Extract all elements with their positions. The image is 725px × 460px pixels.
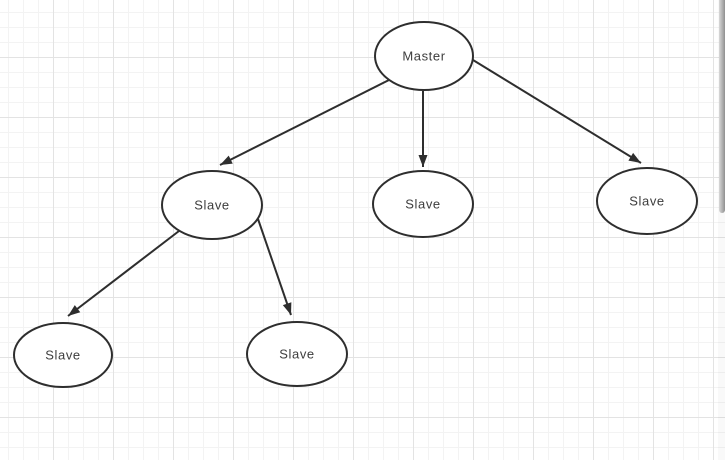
node-slave-2[interactable]: Slave (372, 170, 474, 238)
scrollbar-thumb[interactable] (719, 0, 725, 213)
node-master-shape[interactable] (374, 21, 474, 91)
node-slave-1-label: Slave (194, 198, 230, 213)
node-slave-3-label: Slave (629, 194, 665, 209)
node-slave-1-2-shape[interactable] (246, 321, 348, 387)
node-slave-1-1-shape[interactable] (13, 322, 113, 388)
node-slave-1-shape[interactable] (161, 170, 263, 240)
node-slave-1-2[interactable]: Slave (246, 321, 348, 387)
edges-layer (67, 59, 642, 317)
node-slave-1-2-label: Slave (279, 347, 315, 362)
node-slave-2-shape[interactable] (372, 170, 474, 238)
node-master-label: Master (402, 49, 445, 64)
edge-master-to-slave-1[interactable] (219, 79, 390, 166)
edge-slave-1-to-slave-1-2[interactable] (257, 218, 292, 316)
node-master[interactable]: Master (374, 21, 474, 91)
node-slave-1[interactable]: Slave (161, 170, 263, 240)
edge-slave-1-to-slave-1-1[interactable] (67, 230, 180, 317)
node-slave-3-shape[interactable] (596, 167, 698, 235)
node-slave-1-1[interactable]: Slave (13, 322, 113, 388)
node-slave-3[interactable]: Slave (596, 167, 698, 235)
node-slave-1-1-label: Slave (45, 348, 81, 363)
edge-master-to-slave-3[interactable] (472, 59, 642, 164)
node-slave-2-label: Slave (405, 197, 441, 212)
